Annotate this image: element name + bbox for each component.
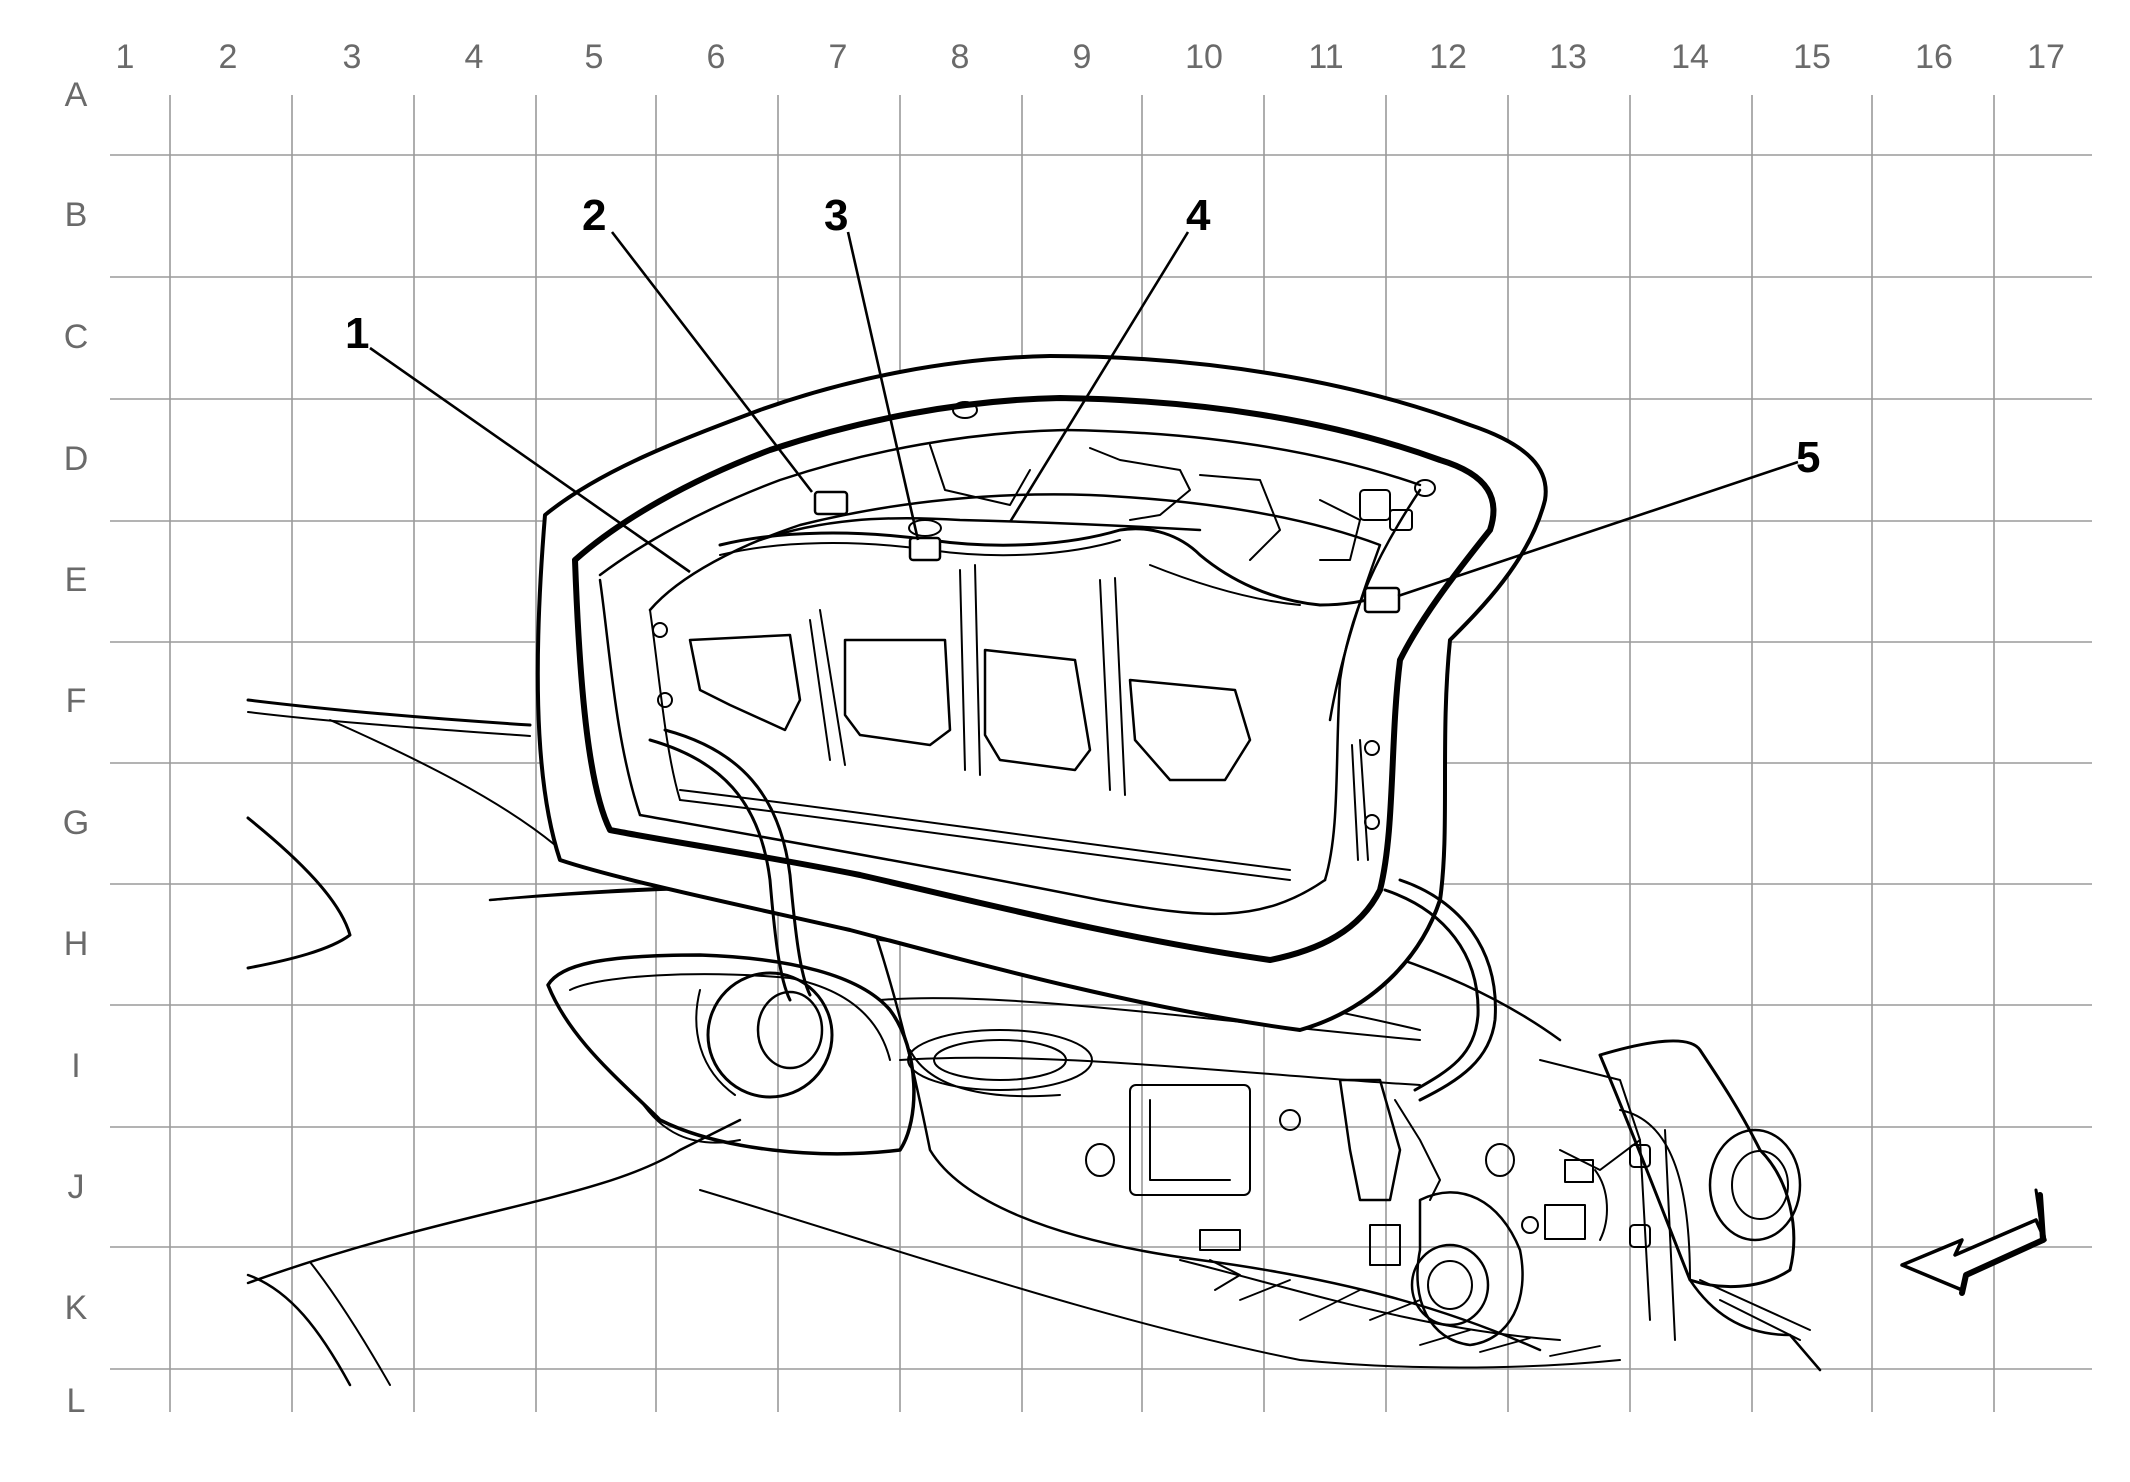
grid-row-label: E xyxy=(65,561,88,599)
connector-block-5 xyxy=(1363,586,1401,614)
callout-3-leader xyxy=(846,231,920,541)
grid-row-label: C xyxy=(64,318,89,356)
right-trunk-area xyxy=(1338,1059,1641,1347)
grid-column-label: 11 xyxy=(1308,38,1343,76)
right-tail-lamp xyxy=(1598,1039,1822,1372)
grid-row-label: D xyxy=(64,440,89,478)
grid-column-label: 17 xyxy=(2027,38,2065,76)
grid-column-label: 15 xyxy=(1793,38,1831,76)
callout-2-leader xyxy=(610,231,814,493)
grid-column-label: 8 xyxy=(951,38,970,76)
left-tail-lamp xyxy=(546,953,916,1156)
grid-column-label: 6 xyxy=(707,38,726,76)
grid-column-label: 12 xyxy=(1429,38,1467,76)
vehicle-rear-trunk-illustration xyxy=(246,354,2047,1387)
callout-4-leader xyxy=(1008,231,1190,523)
callout-labels: 1 2 3 4 5 xyxy=(345,191,1820,482)
grid-column-label: 1 xyxy=(116,38,135,76)
grid-row-label: K xyxy=(65,1289,88,1327)
callout-5: 5 xyxy=(1796,433,1820,482)
grid-row-label: J xyxy=(68,1168,85,1206)
grid-row-label: B xyxy=(65,196,88,234)
grid-column-label: 7 xyxy=(829,38,848,76)
trunk-lid xyxy=(535,354,1548,1102)
callout-5-leader xyxy=(1397,460,1799,598)
trunk-opening-lower xyxy=(699,886,1621,1369)
grid-row-label: F xyxy=(66,682,87,720)
grid-row-label: G xyxy=(63,804,89,842)
grid-column-label: 16 xyxy=(1915,38,1953,76)
front-direction-arrow-icon xyxy=(1900,1188,2047,1296)
grid-column-label: 5 xyxy=(585,38,604,76)
grid-column-label: 13 xyxy=(1549,38,1587,76)
grid-row-label: I xyxy=(71,1047,80,1085)
callout-4: 4 xyxy=(1186,191,1211,240)
grid-column-label: 14 xyxy=(1671,38,1709,76)
callout-leaders xyxy=(369,231,1799,598)
grid-column-label: 2 xyxy=(219,38,238,76)
callout-1-leader xyxy=(369,346,691,574)
callout-3: 3 xyxy=(824,191,848,240)
grid-column-label: 3 xyxy=(343,38,362,76)
reference-grid xyxy=(110,95,2092,1412)
grid-row-labels: A B C D E F G H I J K L xyxy=(63,76,89,1420)
grid-row-label: L xyxy=(67,1382,86,1420)
callout-2: 2 xyxy=(582,191,606,240)
grid-row-label: H xyxy=(64,925,89,963)
callout-1: 1 xyxy=(345,309,369,358)
grid-column-label: 9 xyxy=(1073,38,1092,76)
connector-block-3 xyxy=(908,536,942,562)
grid-column-label: 10 xyxy=(1185,38,1223,76)
grid-column-label: 4 xyxy=(465,38,484,76)
grid-row-label: A xyxy=(65,76,88,114)
connector-block-2 xyxy=(813,490,849,516)
